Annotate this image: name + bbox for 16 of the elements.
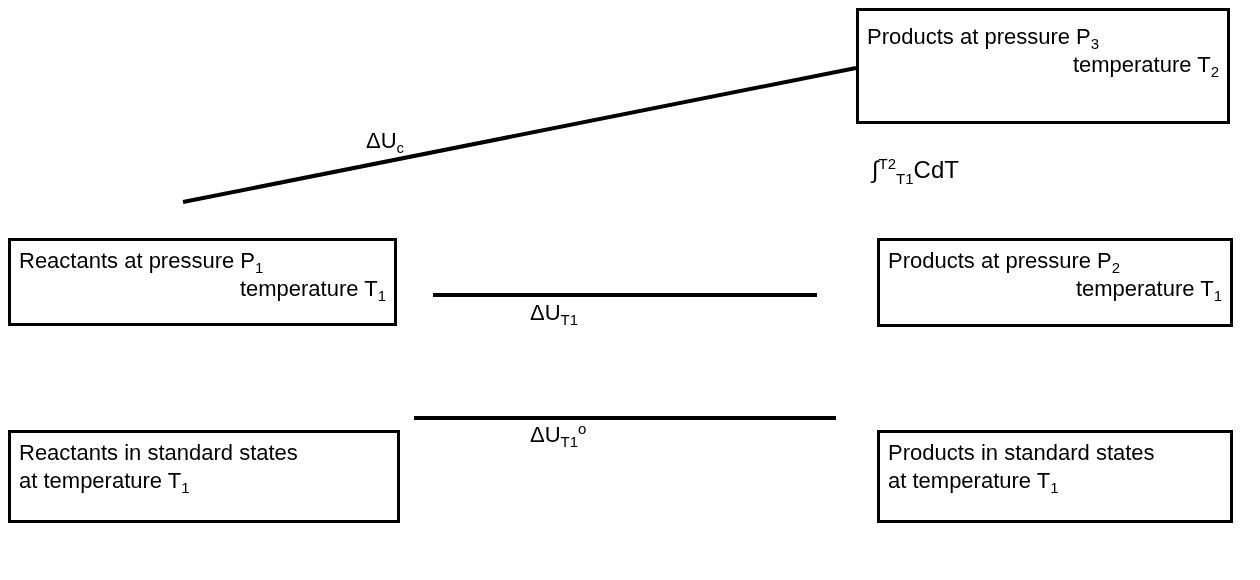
state-box <box>856 8 1230 124</box>
connector-line <box>433 293 817 297</box>
connector-line <box>414 416 836 420</box>
connector-line <box>182 66 857 204</box>
box-text: temperature T$_{1}$ <box>1074 275 1222 303</box>
state-box <box>877 238 1233 327</box>
box-text: Reactants at pressure P$_{1}$ <box>19 247 265 275</box>
box-text: temperature T$_{2}$ <box>1071 51 1219 79</box>
state-box <box>8 238 397 326</box>
box-text: Products in standard states at temperature T$_{1}$ <box>888 439 1156 495</box>
state-box <box>8 430 400 523</box>
state-box <box>877 430 1233 523</box>
box-text: temperature T$_{1}$ <box>238 275 386 303</box>
box-text: Products at pressure P$_{2}$ <box>888 247 1122 275</box>
box-text: Products at pressure P$_{3}$ <box>867 23 1101 51</box>
box-text: Reactants in standard states at temperature T$_{1}$ <box>19 439 299 495</box>
